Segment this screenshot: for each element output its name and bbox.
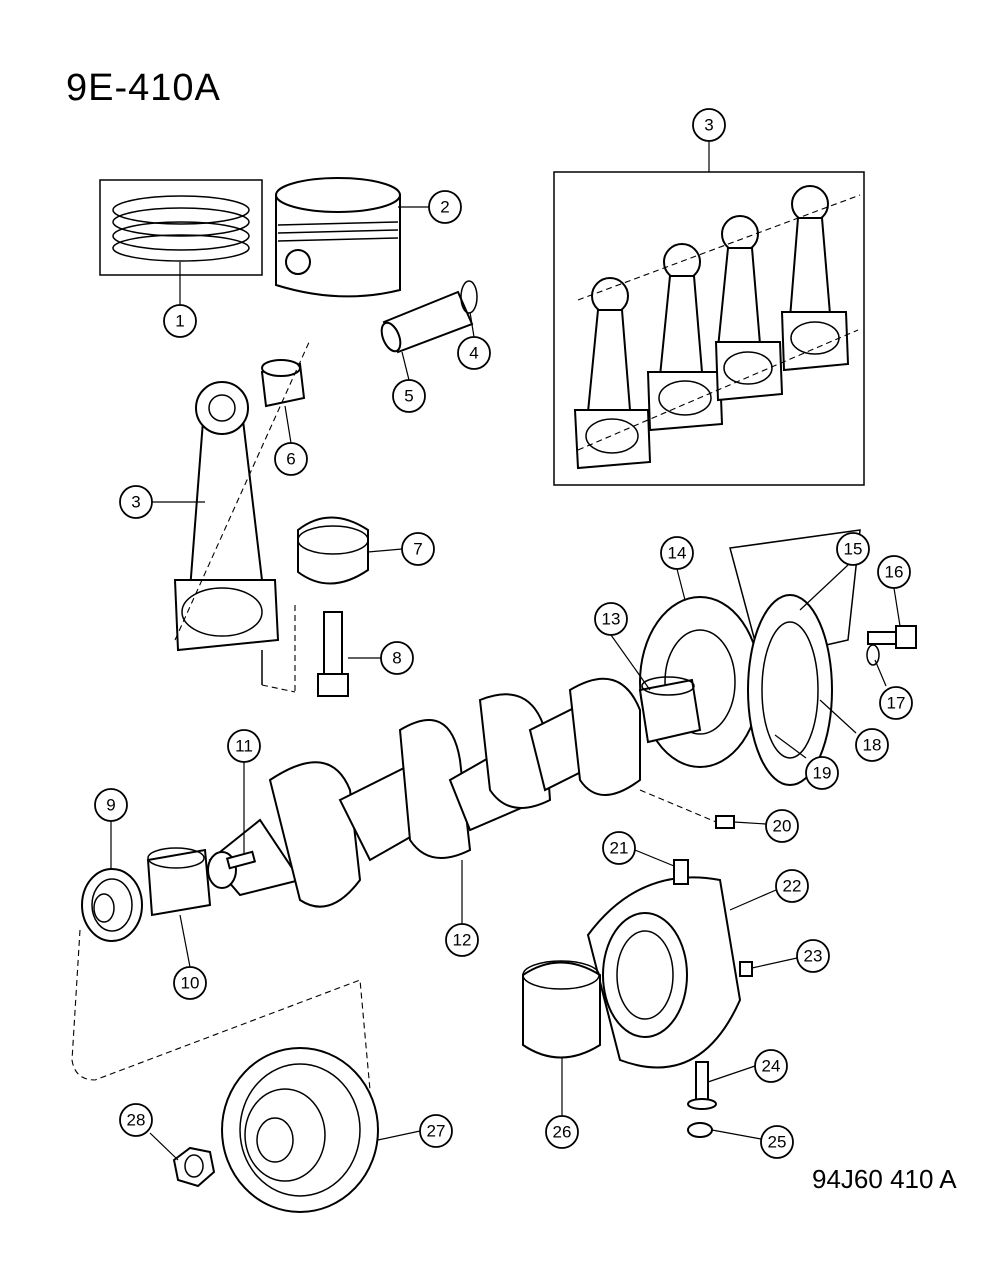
callout-7-label: 7 [413, 540, 422, 559]
callout-20: 20 [765, 809, 799, 843]
callout-15-label: 15 [844, 540, 863, 559]
callout-9: 9 [94, 788, 128, 822]
rod-bearing-illustration [297, 516, 369, 585]
callout-10-label: 10 [181, 974, 200, 993]
timing-drive-path [71, 929, 371, 1091]
crankshaft-sprocket-illustration [81, 868, 143, 942]
callout-3-set-label: 3 [704, 116, 713, 135]
callout-17: 17 [879, 686, 913, 720]
callout-4-label: 4 [469, 344, 478, 363]
callout-5-label: 5 [404, 387, 413, 406]
callout-19: 19 [805, 756, 839, 790]
callout-6-label: 6 [286, 450, 295, 469]
dowel-pin-illustration [639, 789, 735, 829]
callout-8: 8 [380, 641, 414, 675]
callout-19-label: 19 [813, 764, 832, 783]
callout-18-label: 18 [863, 736, 882, 755]
callout-7: 7 [401, 532, 435, 566]
callout-16: 16 [877, 555, 911, 589]
crankshaft-illustration [207, 677, 641, 908]
callout-1-label: 1 [175, 312, 184, 331]
callout-28: 28 [119, 1103, 153, 1137]
callout-14: 14 [660, 536, 694, 570]
callout-3-label: 3 [131, 493, 140, 512]
callout-2: 2 [428, 190, 462, 224]
callout-20-label: 20 [773, 817, 792, 836]
callout-18: 18 [855, 728, 889, 762]
callout-15: 15 [836, 532, 870, 566]
callout-3-set: 3 [692, 108, 726, 142]
callout-21: 21 [602, 831, 636, 865]
piston-illustration [275, 177, 401, 298]
rod-set-illustration [573, 185, 861, 470]
callout-22: 22 [775, 869, 809, 903]
callout-27-label: 27 [427, 1122, 446, 1141]
callout-12-label: 12 [453, 931, 472, 950]
crank-key-illustration [225, 850, 257, 870]
callout-14-label: 14 [668, 544, 687, 563]
dowel-23-illustration [739, 961, 753, 977]
callout-13: 13 [594, 602, 628, 636]
plug-25-illustration [687, 1122, 713, 1138]
callout-10: 10 [173, 966, 207, 1000]
callout-9-label: 9 [106, 796, 115, 815]
retainer-bolt-illustration [867, 625, 917, 649]
callout-16-label: 16 [885, 563, 904, 582]
damper-nut-illustration [172, 1146, 216, 1188]
front-cover-illustration [586, 876, 742, 1069]
front-seal-illustration [522, 960, 601, 1059]
callout-28-label: 28 [127, 1111, 146, 1130]
callout-25: 25 [760, 1125, 794, 1159]
rod-axis-line [174, 339, 311, 641]
callout-12: 12 [445, 923, 479, 957]
piston-rings-illustration [112, 195, 250, 262]
callout-13-label: 13 [602, 610, 621, 629]
callout-23: 23 [796, 939, 830, 973]
callout-25-label: 25 [768, 1133, 787, 1152]
retainer-washer-illustration [866, 644, 880, 666]
pin-bushing-illustration [260, 359, 306, 408]
figure-code: 94J60 410 A [812, 1164, 957, 1194]
connecting-rod-illustration [173, 381, 280, 685]
callout-3: 3 [119, 485, 153, 519]
leader-lines [110, 141, 901, 1161]
callout-21-label: 21 [610, 839, 629, 858]
callout-2-label: 2 [440, 198, 449, 217]
callout-26-label: 26 [553, 1123, 572, 1142]
callout-26: 26 [545, 1115, 579, 1149]
callout-5: 5 [392, 379, 426, 413]
diagram-code: 9E-410A [66, 67, 221, 109]
fitting-21-illustration [673, 859, 689, 885]
callout-27: 27 [419, 1114, 453, 1148]
callout-6: 6 [274, 442, 308, 476]
main-bearing-rear-illustration [638, 676, 702, 744]
callout-17-label: 17 [887, 694, 906, 713]
damper-pulley-illustration [221, 1047, 379, 1213]
callout-11: 11 [227, 729, 261, 763]
main-bearing-front-illustration [146, 847, 212, 917]
rod-bolt-illustration [261, 605, 349, 697]
callout-22-label: 22 [783, 877, 802, 896]
callout-23-label: 23 [804, 947, 823, 966]
callout-8-label: 8 [392, 649, 401, 668]
bolt-24-illustration [687, 1061, 717, 1110]
callout-4: 4 [457, 336, 491, 370]
callout-24-label: 24 [762, 1057, 781, 1076]
callout-11-label: 11 [235, 737, 253, 756]
callout-24: 24 [754, 1049, 788, 1083]
piston-ring-set-box [99, 179, 263, 276]
callout-1: 1 [163, 304, 197, 338]
